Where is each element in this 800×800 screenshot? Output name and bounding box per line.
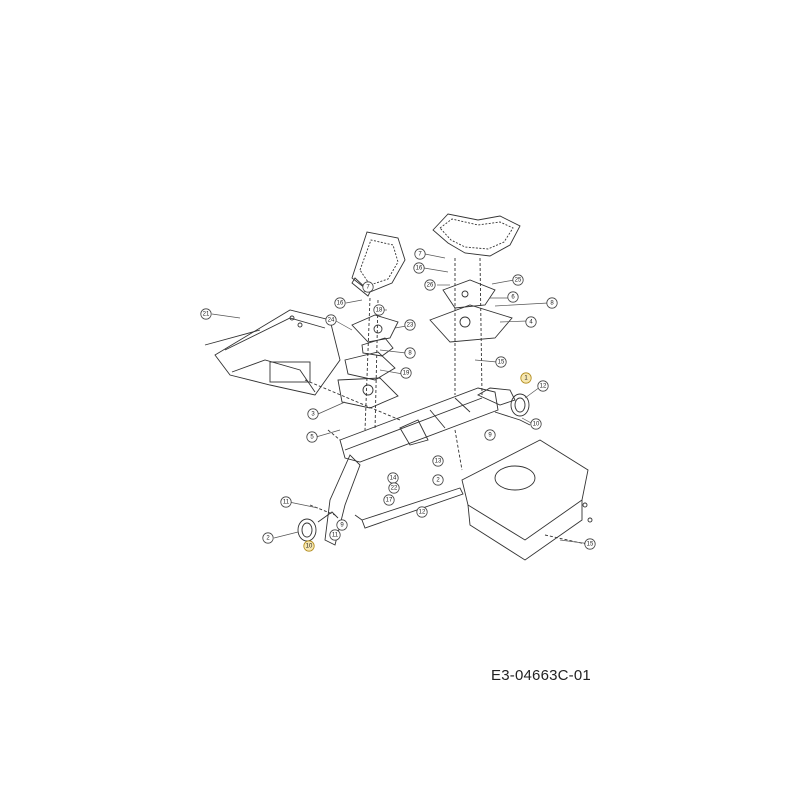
callout-marker [388,482,400,494]
callout-label: 7 [366,284,370,290]
tie-rod [354,487,464,529]
callout-marker [262,532,274,544]
callout-label: 12 [419,509,426,515]
callout-marker [303,540,315,552]
callout-marker [307,408,319,420]
callout-label: 8 [408,350,412,356]
callout-marker [413,262,425,274]
callout-label: 1 [524,375,528,381]
callout-marker [400,367,412,379]
callout-label: 26 [427,282,434,288]
left-plate-assembly [337,314,399,409]
callout-marker [280,496,292,508]
callout-marker [530,418,542,430]
callout-marker [362,281,374,293]
callout-label: 6 [511,294,515,300]
callout-label: 17 [386,497,393,503]
callout-marker [404,319,416,331]
callout-marker [584,538,596,550]
left-frame-bracket [204,309,341,396]
callout-label: 18 [376,307,383,313]
callout-label: 11 [283,499,290,505]
callout-marker [329,529,341,541]
callout-label: 5 [310,434,314,440]
callout-label: 8 [550,300,554,306]
callout-label: 12 [540,383,547,389]
callout-marker [404,347,416,359]
callout-marker [432,455,444,467]
line-drawing [204,213,593,561]
callout-label: 23 [407,322,414,328]
right-wheel-hub [494,393,531,426]
left-top-cushion [351,231,406,297]
callout-marker [484,429,496,441]
exploded-view-lines [304,257,591,546]
callout-label: 25 [515,277,522,283]
callout-marker [424,279,436,291]
callout-label: 11 [332,532,339,538]
callout-marker [432,474,444,486]
callout-marker [414,248,426,260]
leader-lines [211,253,592,545]
callout-label: 2 [266,535,270,541]
callout-marker [306,431,318,443]
callout-label: 22 [391,485,398,491]
callout-label: 10 [533,421,540,427]
callout-marker [383,494,395,506]
callout-label: 21 [203,311,210,317]
right-lower-frame [461,439,593,561]
callout-label: 3 [311,411,315,417]
callout-label: 7 [418,251,422,257]
drawing-code-label: E3-04663C-01 [491,667,591,684]
callout-label: 14 [390,475,397,481]
callout-marker [537,380,549,392]
callout-label: 9 [340,522,344,528]
callout-label: 9 [488,432,492,438]
callout-label: 16 [337,300,344,306]
callout-marker [525,316,537,328]
callout-marker [325,314,337,326]
callout-label: 15 [498,359,505,365]
callout-marker [507,291,519,303]
callout-marker [495,356,507,368]
callout-marker [512,274,524,286]
callout-label: 2 [436,477,440,483]
right-top-cushion [432,213,521,257]
callout-label: 13 [435,458,442,464]
callout-marker [200,308,212,320]
callout-marker [336,519,348,531]
callout-marker [373,304,385,316]
callout-label: 24 [328,317,335,323]
callout-label: 15 [587,541,594,547]
callout-marker [334,297,346,309]
callout-marker [546,297,558,309]
front-axle [324,387,516,546]
callout-marker [520,372,532,384]
callout-label: 19 [403,370,410,376]
callout-marker [416,506,428,518]
callout-label: 16 [416,265,423,271]
right-plate-assembly [429,279,513,343]
callout-label: 10 [306,543,313,549]
callout-label: 4 [529,319,533,325]
